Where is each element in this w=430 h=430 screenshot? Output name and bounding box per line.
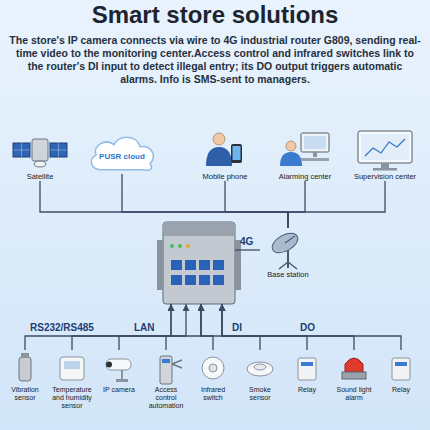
device-label: IP camera xyxy=(96,386,142,394)
device-node: Alarming center xyxy=(273,128,337,181)
device-node: Mobile phone xyxy=(193,128,257,181)
device-node: Relay xyxy=(378,350,424,394)
device-label: Supervision center xyxy=(353,172,417,181)
mobile-phone-icon xyxy=(206,133,242,166)
connector xyxy=(288,181,305,228)
device-label: Infrared switch xyxy=(190,386,236,402)
device-node: IP camera xyxy=(96,350,142,394)
device-node: Supervision center xyxy=(353,128,417,181)
description-text: The store's IP camera connects via wire … xyxy=(8,34,422,86)
router-box xyxy=(163,222,235,304)
infrared-switch-icon xyxy=(202,357,224,379)
relay-icon xyxy=(392,358,410,380)
connector xyxy=(25,304,171,350)
cloud-outline xyxy=(91,137,153,170)
signal-label: 4G xyxy=(240,236,253,247)
access-control-icon xyxy=(160,356,182,384)
vibration-sensor-icon xyxy=(19,353,31,381)
connector xyxy=(40,181,288,228)
smoke-sensor-icon xyxy=(247,362,273,376)
device-node: Smoke sensor xyxy=(237,350,283,402)
device-node: Access control automation xyxy=(143,350,189,410)
device-label: Relay xyxy=(284,386,330,394)
connector xyxy=(119,304,186,350)
connector xyxy=(166,304,201,350)
connector xyxy=(201,304,260,350)
device-label: Mobile phone xyxy=(193,172,257,181)
device-label: Alarming center xyxy=(273,172,337,181)
connector xyxy=(235,249,260,250)
cloud-node: PUSR cloud xyxy=(86,132,158,174)
connector xyxy=(288,181,385,228)
device-node: Sound light alarm xyxy=(331,350,377,402)
device-node: Satellite xyxy=(8,128,72,181)
temperature-humidity-icon xyxy=(60,357,84,380)
device-label: Vibration sensor xyxy=(2,386,48,402)
device-node: Vibration sensor xyxy=(2,350,48,402)
signal-label: DO xyxy=(300,322,315,333)
connector xyxy=(122,174,288,228)
device-node: Relay xyxy=(284,350,330,394)
sound-light-alarm-icon xyxy=(342,358,366,379)
device-node: Temperature and humidity sensor xyxy=(49,350,95,410)
signal-label: LAN xyxy=(134,322,155,333)
device-label: Access control automation xyxy=(143,386,189,410)
supervision-center-icon xyxy=(358,131,412,171)
device-label: Relay xyxy=(378,386,424,394)
connector xyxy=(222,304,307,350)
device-label: Temperature and humidity sensor xyxy=(49,386,95,410)
alarming-center-icon xyxy=(280,133,329,166)
base-station-icon xyxy=(269,229,301,269)
ip-camera-icon xyxy=(106,359,131,382)
cloud-label: PUSR cloud xyxy=(99,146,145,161)
connector xyxy=(225,181,288,228)
relay-icon xyxy=(298,358,316,380)
device-label: Sound light alarm xyxy=(331,386,377,402)
signal-label: RS232/RS485 xyxy=(30,322,94,333)
signal-label: DI xyxy=(232,322,242,333)
device-label: Satellite xyxy=(8,172,72,181)
connector xyxy=(201,304,213,350)
connector xyxy=(222,304,401,350)
satellite-icon xyxy=(13,139,67,167)
connector xyxy=(222,304,354,350)
device-node: Infrared switch xyxy=(190,350,236,402)
device-label: Smoke sensor xyxy=(237,386,283,402)
title: Smart store solutions xyxy=(0,1,430,29)
router-housing xyxy=(157,222,241,304)
device-node: Base station xyxy=(260,228,316,279)
device-label: Base station xyxy=(260,270,316,279)
